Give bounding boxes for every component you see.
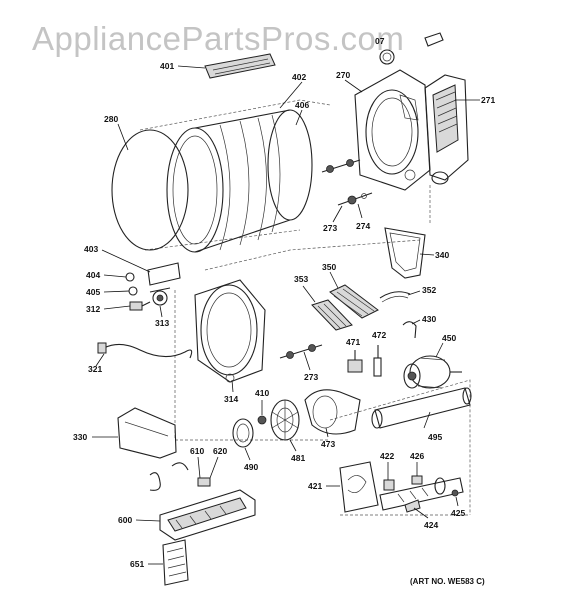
part-600-control-panel[interactable] bbox=[159, 489, 256, 541]
label-340: 340 bbox=[435, 250, 449, 260]
label-274: 274 bbox=[356, 221, 370, 231]
part-405-clip[interactable] bbox=[128, 286, 138, 296]
label-450: 450 bbox=[442, 333, 456, 343]
label-473: 473 bbox=[321, 439, 335, 449]
label-406: 406 bbox=[295, 100, 309, 110]
part-426-fuse[interactable] bbox=[411, 475, 423, 485]
part-273-roller-upper[interactable] bbox=[321, 159, 361, 173]
part-330-control-housing[interactable] bbox=[117, 407, 177, 459]
part-352-seal[interactable] bbox=[379, 291, 411, 303]
part-421-heater-housing[interactable] bbox=[339, 461, 379, 513]
label-07: 07 bbox=[375, 36, 385, 46]
label-350: 350 bbox=[322, 262, 336, 272]
part-321-wire-harness[interactable] bbox=[97, 342, 193, 359]
label-472: 472 bbox=[372, 330, 386, 340]
label-481: 481 bbox=[291, 453, 305, 463]
part-353-duct[interactable] bbox=[311, 299, 353, 331]
part-472-capacitor[interactable] bbox=[373, 345, 382, 377]
label-471: 471 bbox=[346, 337, 360, 347]
part-473-blower-housing[interactable] bbox=[304, 389, 361, 435]
part-270-front-bulkhead[interactable] bbox=[354, 69, 431, 191]
label-610: 610 bbox=[190, 446, 204, 456]
label-430: 430 bbox=[422, 314, 436, 324]
label-410: 410 bbox=[255, 388, 269, 398]
label-401: 401 bbox=[160, 61, 174, 71]
label-405: 405 bbox=[86, 287, 100, 297]
label-353: 353 bbox=[294, 274, 308, 284]
part-313-thermostat[interactable] bbox=[149, 287, 171, 306]
part-495-exhaust-duct[interactable] bbox=[371, 387, 472, 429]
label-426: 426 bbox=[410, 451, 424, 461]
label-271: 271 bbox=[481, 95, 495, 105]
label-651: 651 bbox=[130, 559, 144, 569]
art-number: (ART NO. WE583 C) bbox=[410, 577, 485, 586]
part-heater-element[interactable] bbox=[379, 477, 464, 511]
label-330: 330 bbox=[73, 432, 87, 442]
part-401-top-bar[interactable] bbox=[204, 53, 276, 79]
part-651-control-board[interactable] bbox=[162, 539, 189, 586]
part-481-blower-wheel[interactable] bbox=[270, 399, 300, 441]
label-495: 495 bbox=[428, 432, 442, 442]
part-271-filter-housing[interactable] bbox=[424, 74, 469, 185]
part-422-thermostat[interactable] bbox=[383, 479, 395, 491]
part-404-screw[interactable] bbox=[125, 272, 135, 282]
label-312: 312 bbox=[86, 304, 100, 314]
part-471-switch[interactable] bbox=[347, 350, 363, 373]
label-490: 490 bbox=[244, 462, 258, 472]
label-424: 424 bbox=[424, 520, 438, 530]
watermark-text: AppliancePartsPros.com bbox=[32, 20, 404, 57]
label-620: 620 bbox=[213, 446, 227, 456]
part-610-wire[interactable] bbox=[149, 462, 189, 491]
label-402: 402 bbox=[292, 72, 306, 82]
label-321: 321 bbox=[88, 364, 102, 374]
part-07-ring[interactable] bbox=[379, 32, 444, 65]
part-280-rear-seal[interactable] bbox=[111, 129, 189, 251]
part-430-bracket[interactable] bbox=[402, 321, 417, 339]
part-620-terminal[interactable] bbox=[197, 477, 211, 487]
assembly-guides bbox=[139, 99, 471, 516]
part-424-sensor[interactable] bbox=[404, 499, 421, 513]
label-270: 270 bbox=[336, 70, 350, 80]
label-273-lower: 273 bbox=[304, 372, 318, 382]
label-600: 600 bbox=[118, 515, 132, 525]
part-340-lint-filter[interactable] bbox=[384, 227, 426, 279]
label-421: 421 bbox=[308, 481, 322, 491]
label-314: 314 bbox=[224, 394, 238, 404]
label-352: 352 bbox=[422, 285, 436, 295]
part-312-thermistor[interactable] bbox=[129, 301, 151, 311]
part-450-motor[interactable] bbox=[403, 355, 462, 389]
label-273-upper: 273 bbox=[323, 223, 337, 233]
part-402-drum[interactable] bbox=[166, 109, 313, 253]
label-403: 403 bbox=[84, 244, 98, 254]
part-273-roller-lower[interactable] bbox=[279, 344, 323, 359]
label-280: 280 bbox=[104, 114, 118, 124]
part-274-roller-shaft[interactable] bbox=[337, 192, 373, 206]
label-422: 422 bbox=[380, 451, 394, 461]
label-425: 425 bbox=[451, 508, 465, 518]
part-350-duct-screen[interactable] bbox=[329, 284, 379, 319]
part-410-pulley[interactable] bbox=[257, 415, 267, 425]
part-425-bolt[interactable] bbox=[451, 489, 459, 497]
part-403-sensor-bracket[interactable] bbox=[147, 262, 181, 286]
part-490-seal-ring[interactable] bbox=[232, 418, 254, 448]
label-404: 404 bbox=[86, 270, 100, 280]
part-314-rear-bulkhead[interactable] bbox=[194, 279, 266, 383]
label-313: 313 bbox=[155, 318, 169, 328]
